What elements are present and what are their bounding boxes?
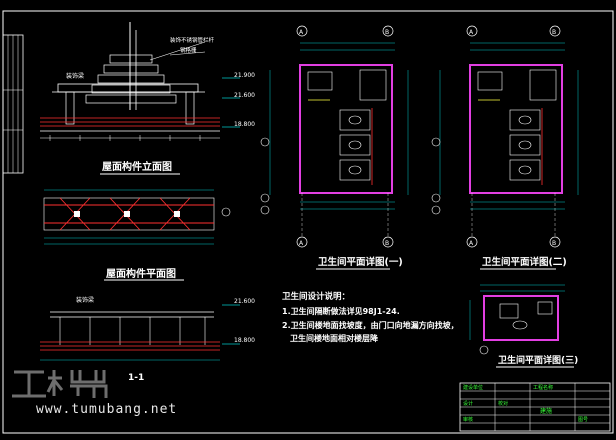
plan1-axis-b-top: B	[385, 29, 389, 36]
plan1-axis-a-bottom: A	[299, 240, 304, 247]
tb-design-label: 设计	[463, 400, 473, 407]
section-elevation-drawing	[40, 304, 240, 361]
tb-check-label: 校对	[498, 400, 508, 407]
elev-note-label: 装饰不锈钢管栏杆	[170, 36, 215, 44]
plan2-axis-a-top: A	[469, 29, 474, 36]
roof-elevation-drawing	[40, 22, 240, 141]
toilet-plan-2-title: 卫生间平面详图(二)	[482, 256, 567, 268]
tb-review-label: 审核	[463, 416, 473, 423]
e2-top-label: 21.600	[234, 298, 255, 305]
elev-steel-label: 钢格栅	[180, 46, 197, 54]
toilet-plan-3-drawing	[469, 284, 565, 355]
watermark-logo-mark	[12, 370, 108, 398]
e2-beam-label: 装饰梁	[76, 296, 94, 304]
tb-sheet-label: 建施	[540, 407, 552, 415]
plan1-axis-a-top: A	[299, 29, 304, 36]
roof-plan-drawing	[43, 189, 231, 245]
e2-low-label: 18.800	[234, 337, 255, 344]
roof-elevation-title: 屋面构件立面图	[102, 160, 172, 173]
watermark-url: www.tumubang.net	[36, 402, 178, 417]
elev-top-label: 21.900	[234, 72, 255, 79]
tb-project-label: 工程名称	[533, 384, 553, 391]
toilet-plan-3-title: 卫生间平面详图(三)	[498, 354, 578, 366]
plan1-axis-b-bottom: B	[385, 240, 389, 247]
elev-low-label: 18.800	[234, 121, 255, 128]
elev-left-label: 装饰梁	[66, 72, 84, 80]
roof-plan-title: 屋面构件平面图	[106, 267, 176, 280]
toilet-plan-1-title: 卫生间平面详图(一)	[318, 256, 403, 268]
notes-line-3: 卫生间楼地面相对楼层降	[290, 333, 379, 343]
design-notes: 卫生间设计说明： 1.卫生间隔断做法详见98J1-24. 2.卫生间楼地面找坡度…	[282, 291, 459, 343]
plan2-axis-b-top: B	[552, 29, 556, 36]
notes-line-2: 2.卫生间楼地面找坡度，由门口向地漏方向找坡，	[282, 320, 459, 330]
toilet-plan-2-drawing	[431, 25, 579, 248]
sheet-frame	[2, 10, 614, 434]
toilet-plan-1-drawing	[260, 25, 409, 248]
watermark-logo	[8, 362, 128, 402]
tb-client-label: 建设单位	[463, 384, 483, 391]
plan2-axis-a-bottom: A	[469, 240, 474, 247]
section-title: 1-1	[128, 373, 144, 383]
notes-heading: 卫生间设计说明：	[282, 291, 350, 302]
title-block	[459, 382, 611, 432]
tb-drawing-no-label: 图号	[578, 417, 588, 423]
plan2-axis-b-bottom: B	[552, 240, 556, 247]
elev-mid-label: 21.600	[234, 92, 255, 99]
notes-line-1: 1.卫生间隔断做法详见98J1-24.	[282, 306, 400, 316]
